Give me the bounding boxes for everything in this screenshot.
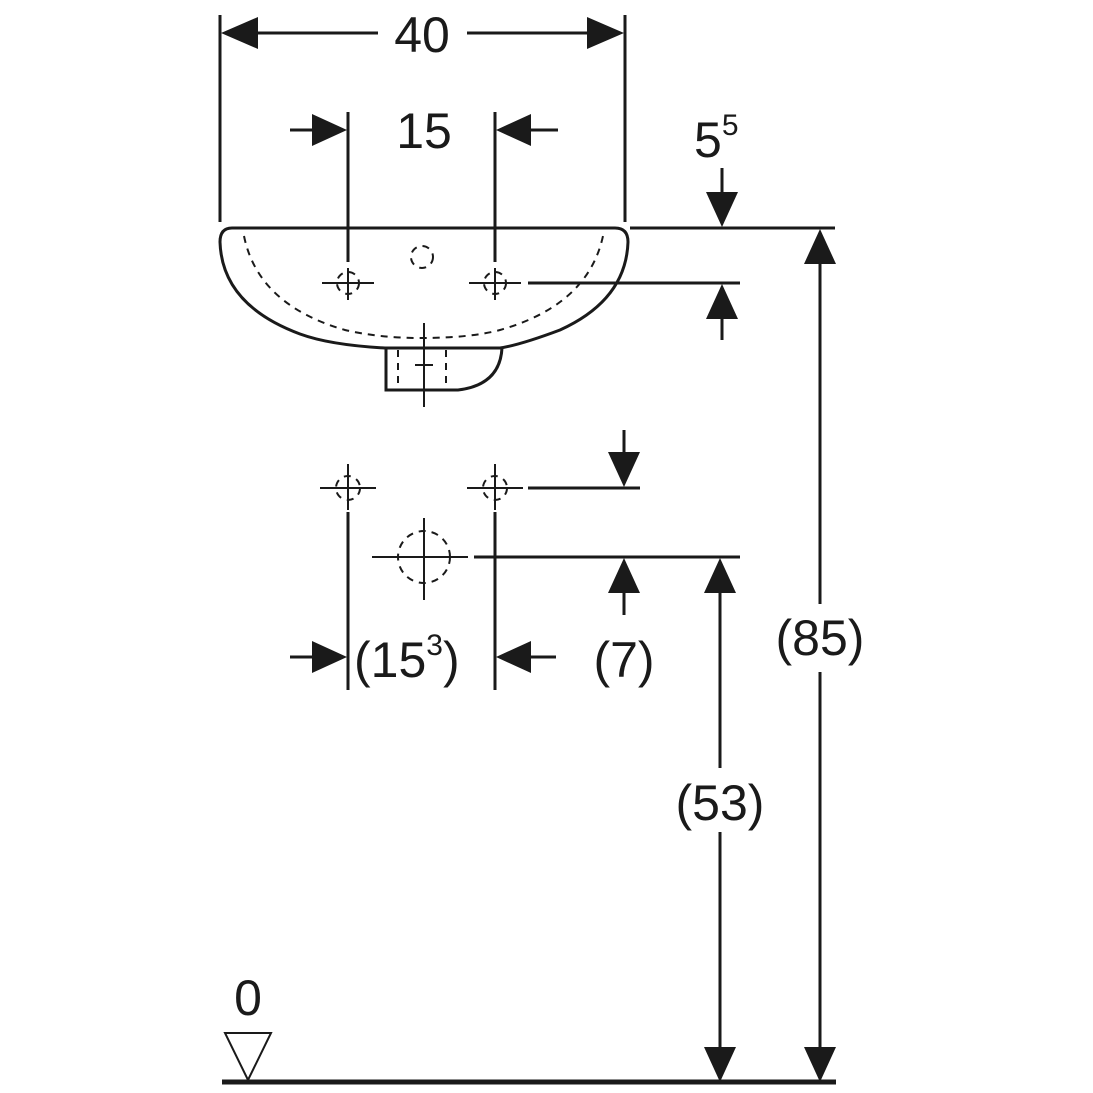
supply-points	[320, 464, 523, 600]
supply-spacing-arrow-right	[496, 641, 531, 673]
rim-height-arrow-bottom	[804, 1047, 836, 1082]
rim-to-tap-hole-label: 55	[694, 109, 739, 168]
supply-above-drain-dimension: (7)	[474, 430, 740, 688]
supply-point-right	[467, 464, 523, 510]
rim-to-tap-hole-dimension: 55	[528, 109, 835, 340]
rim-to-tap-hole-base: 5	[694, 112, 722, 168]
supply-spacing-base: (15	[354, 632, 426, 688]
supply-spacing-label: (153)	[354, 629, 460, 688]
tap-spacing-arrow-right	[496, 114, 531, 146]
tap-hole-spacing-label: 15	[396, 103, 452, 159]
tap-spacing-arrow-left	[312, 114, 347, 146]
waste-outlet-hidden-lines	[397, 350, 447, 388]
drain-height-dimension: (53)	[676, 558, 765, 1082]
supply-spacing-superscript: 3	[426, 629, 443, 662]
supply-spacing-close: )	[443, 632, 460, 688]
basin-waste-outlet	[384, 347, 504, 392]
washbasin-front-view	[218, 226, 630, 407]
supply-spacing-arrow-left	[312, 641, 347, 673]
width-arrow-left	[221, 17, 258, 49]
rim-to-tap-hole-superscript: 5	[722, 109, 739, 142]
supply-above-drain-arrow-bottom	[608, 558, 640, 593]
drain-height-arrow-top	[704, 558, 736, 593]
supply-above-drain-label: (7)	[593, 632, 654, 688]
tap-hole-spacing-dimension: 15	[290, 103, 558, 262]
rim-to-tap-arrow-bottom	[706, 284, 738, 319]
rim-height-dimension: (85)	[776, 229, 865, 1082]
tap-hole-left	[322, 268, 374, 300]
floor-level-label: 0	[234, 970, 262, 1026]
drain-connection	[372, 518, 468, 600]
floor-level-triangle-icon	[223, 1032, 273, 1083]
tap-hole-right	[469, 268, 521, 300]
supply-spacing-dimension: (153)	[290, 512, 556, 690]
overall-width-dimension: 40	[218, 7, 627, 222]
floor-level-reference: 0	[222, 970, 836, 1085]
rim-height-arrow-top	[804, 229, 836, 264]
rim-height-label: (85)	[776, 610, 865, 666]
rim-to-tap-arrow-top	[706, 192, 738, 227]
overflow-hole	[410, 245, 434, 269]
supply-point-left	[320, 464, 376, 510]
supply-above-drain-arrow-top	[608, 452, 640, 487]
drain-height-arrow-bottom	[704, 1047, 736, 1082]
basin-inner-bowl	[243, 235, 604, 340]
width-arrow-right	[587, 17, 624, 49]
overall-width-label: 40	[394, 7, 450, 63]
drain-height-label: (53)	[676, 775, 765, 831]
